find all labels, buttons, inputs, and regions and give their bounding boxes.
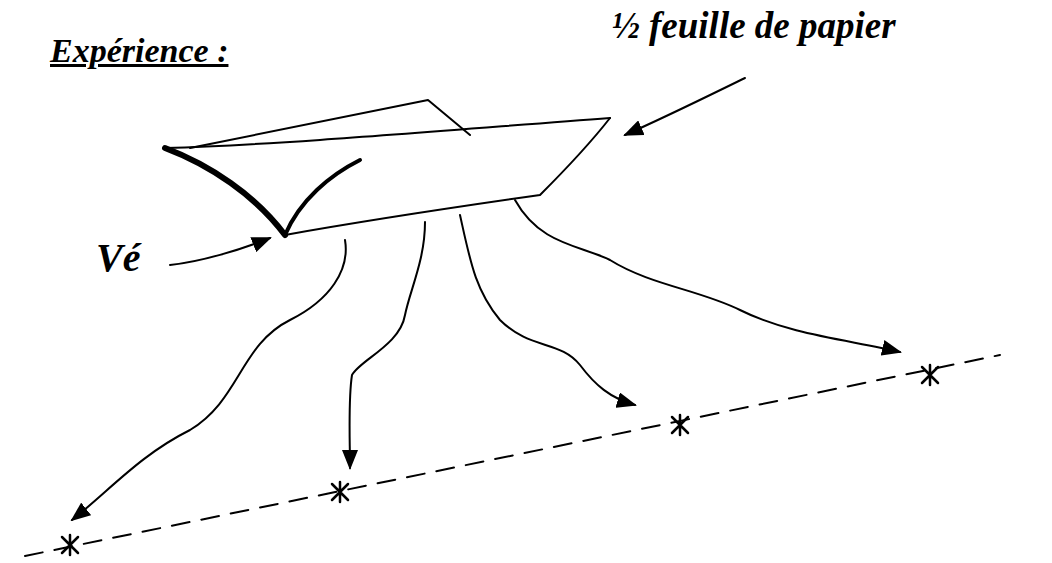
- diagram-title: Expérience :: [50, 32, 228, 69]
- part-label: ½ feuille de papier: [612, 6, 896, 47]
- part-label: Vé: [96, 236, 140, 280]
